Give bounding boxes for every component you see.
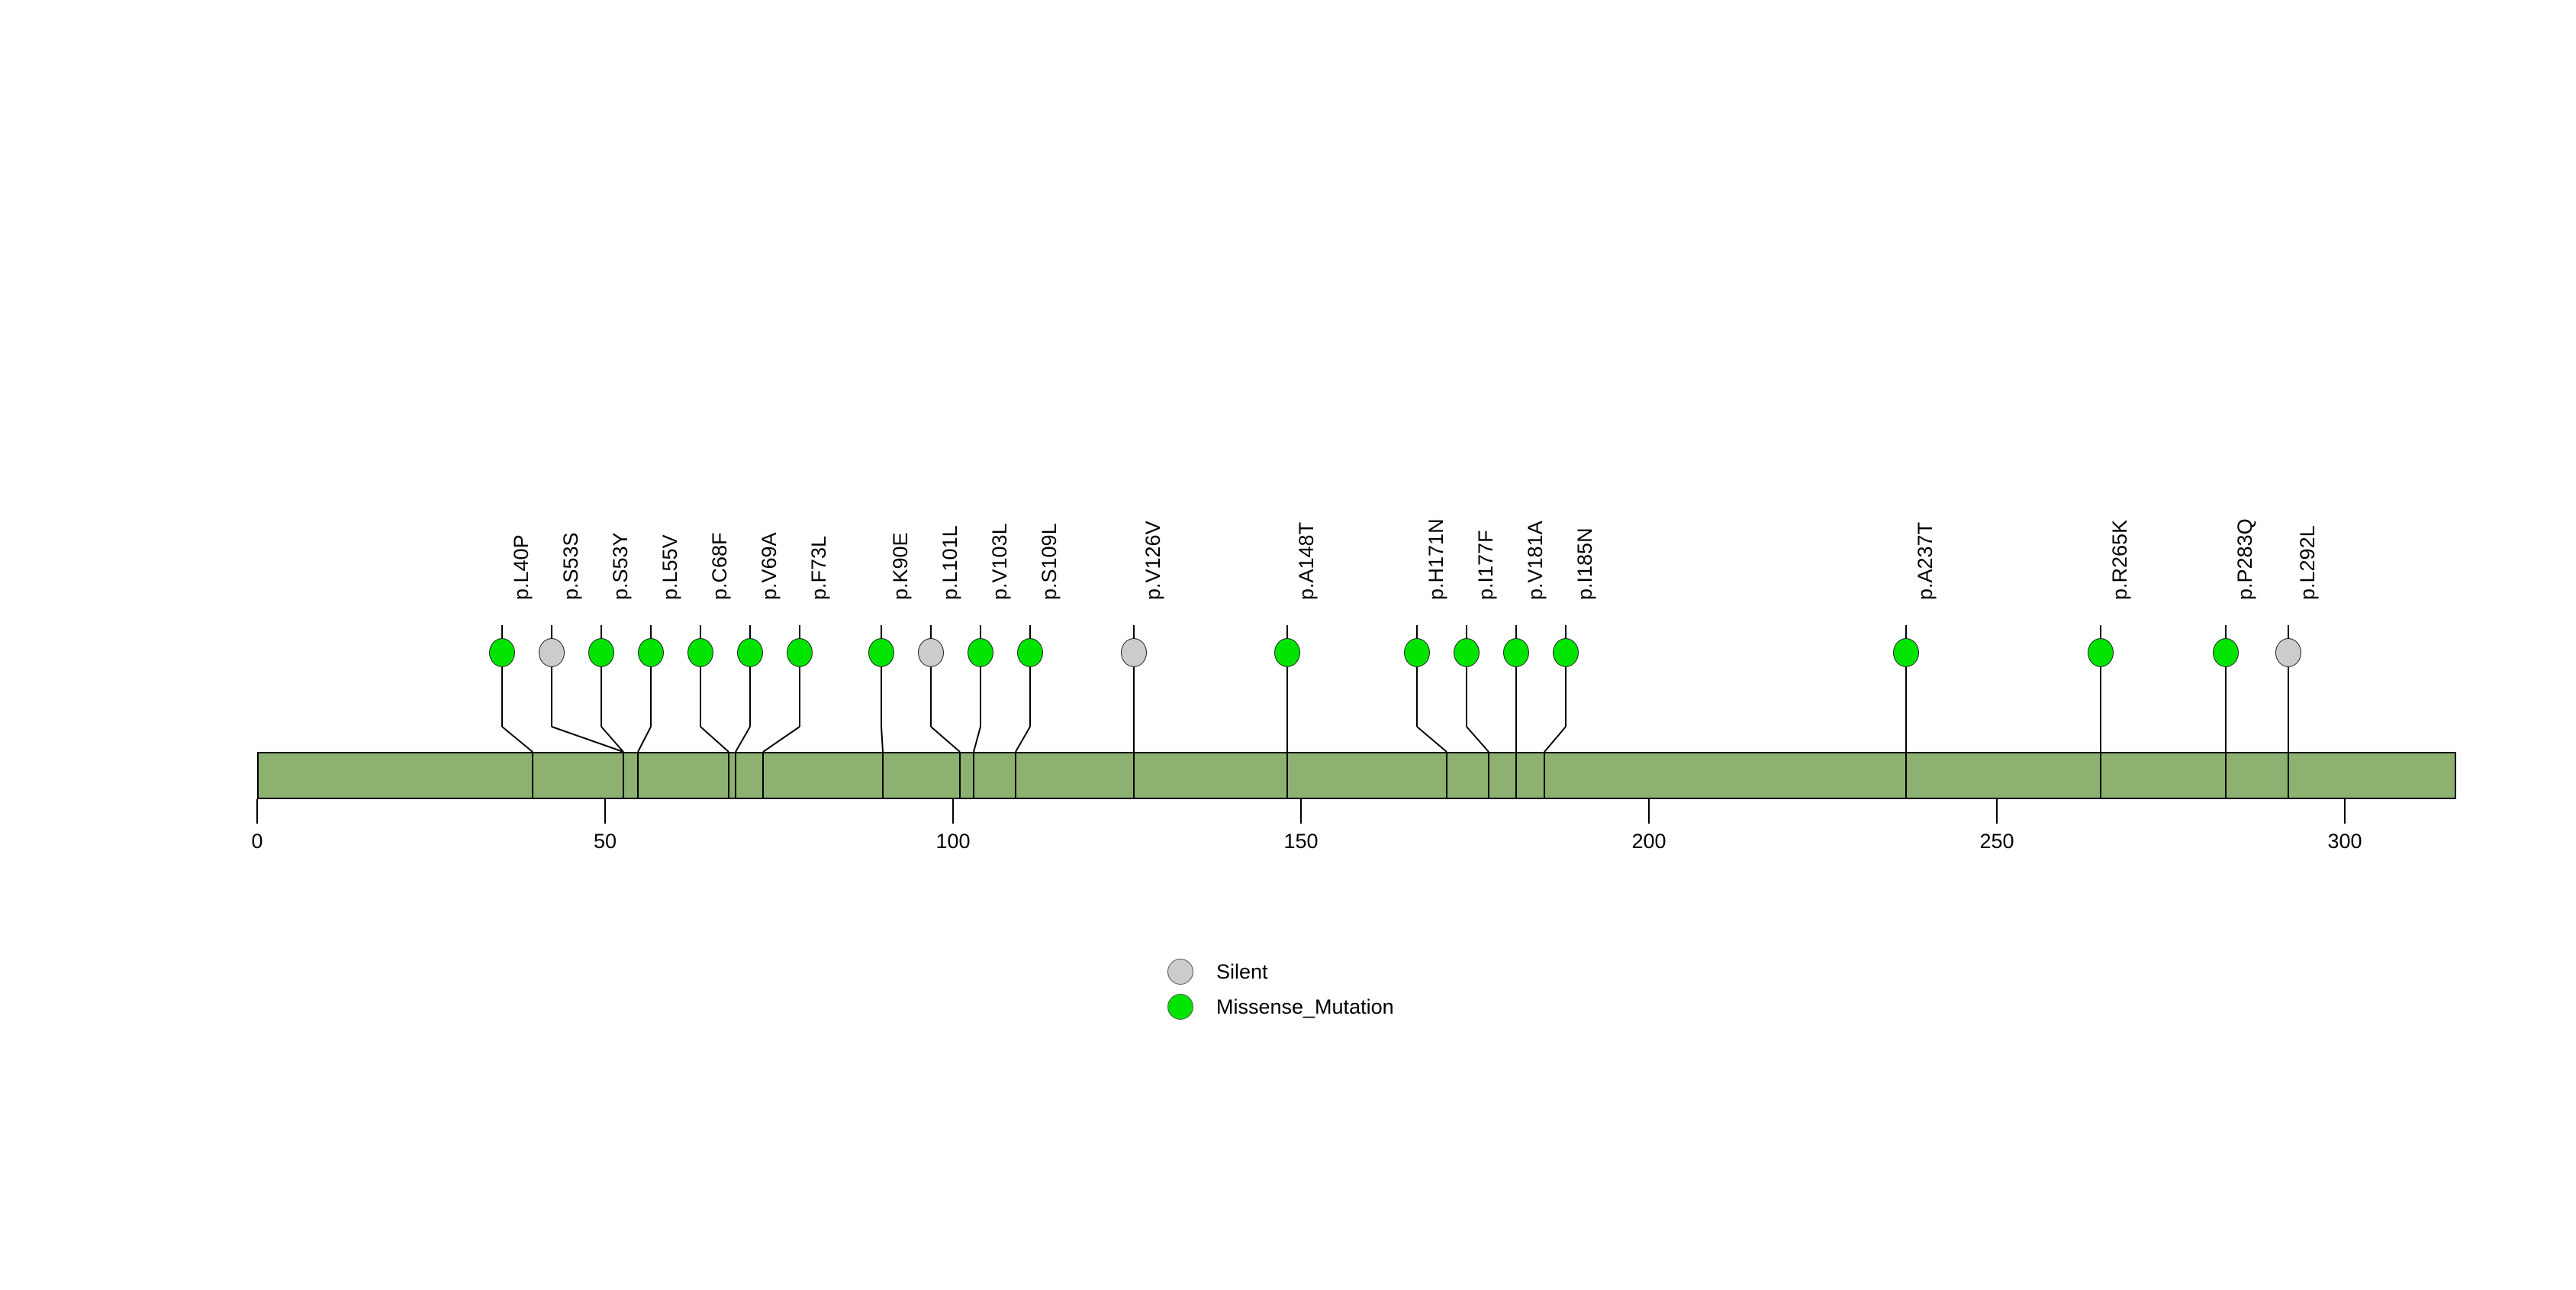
legend-swatch-icon xyxy=(1167,959,1193,985)
mutation-label: p.I185N xyxy=(1573,527,1596,600)
axis-tick-mark xyxy=(2344,799,2346,824)
mutation-label: p.P283Q xyxy=(2233,518,2256,600)
axis-tick-mark xyxy=(1300,799,1302,824)
axis-tick-label: 50 xyxy=(593,830,617,853)
axis-tick-label: 300 xyxy=(2327,830,2362,853)
lollipop-head[interactable] xyxy=(1553,638,1579,667)
lollipop-head[interactable] xyxy=(539,638,565,667)
mutation-label: p.L101L xyxy=(939,525,961,600)
legend-swatch-icon xyxy=(1167,994,1193,1020)
mutation-label: p.C68F xyxy=(708,532,731,600)
lollipop-head[interactable] xyxy=(1893,638,1919,667)
lollipop-head[interactable] xyxy=(588,638,614,667)
mutation-label: p.K90E xyxy=(889,532,912,600)
mutation-label: p.S53Y xyxy=(609,532,632,600)
protein-backbone-bar xyxy=(257,752,2456,799)
lollipop-head[interactable] xyxy=(1017,638,1043,667)
lollipop-head[interactable] xyxy=(1503,638,1529,667)
legend-label: Silent xyxy=(1216,959,1268,983)
mutation-label: p.H171N xyxy=(1425,518,1447,600)
axis-tick-label: 150 xyxy=(1283,830,1319,853)
lollipop-head[interactable] xyxy=(687,638,713,667)
mutation-label: p.A148T xyxy=(1295,521,1318,600)
mutation-label: p.R265K xyxy=(2108,519,2131,600)
lollipop-head[interactable] xyxy=(638,638,664,667)
mutation-label: p.V126V xyxy=(1141,521,1164,600)
axis-tick-mark xyxy=(256,799,258,824)
axis-tick-label: 0 xyxy=(251,830,263,853)
lollipop-head[interactable] xyxy=(968,638,993,667)
mutation-label: p.V103L xyxy=(988,523,1011,600)
mutation-label: p.I177F xyxy=(1474,530,1497,600)
lollipop-head[interactable] xyxy=(2213,638,2239,667)
mutation-label: p.S109L xyxy=(1038,523,1061,600)
lollipop-head[interactable] xyxy=(1121,638,1147,667)
axis-tick-label: 200 xyxy=(1631,830,1666,853)
mutation-label: p.L292L xyxy=(2296,525,2319,600)
mutation-label: p.A237T xyxy=(1914,521,1937,600)
lollipop-head[interactable] xyxy=(2275,638,2301,667)
mutation-label: p.V181A xyxy=(1524,521,1547,600)
axis-tick-label: 100 xyxy=(935,830,971,853)
legend-item[interactable]: Missense_Mutation xyxy=(1167,989,1394,1024)
mutation-label: p.L55V xyxy=(658,534,681,600)
mutation-label: p.L40P xyxy=(510,534,533,600)
lollipop-head[interactable] xyxy=(1454,638,1480,667)
mutation-label: p.S53S xyxy=(559,532,582,600)
legend-label: Missense_Mutation xyxy=(1216,995,1394,1018)
axis-tick-mark xyxy=(1648,799,1650,824)
lollipop-head[interactable] xyxy=(489,638,515,667)
lollipop-head[interactable] xyxy=(2088,638,2114,667)
legend-item[interactable]: Silent xyxy=(1167,954,1394,989)
lollipop-head[interactable] xyxy=(787,638,813,667)
lollipop-head[interactable] xyxy=(1404,638,1430,667)
axis-tick-mark xyxy=(1996,799,1998,824)
axis-tick-label: 250 xyxy=(1979,830,2014,853)
mutation-label: p.F73L xyxy=(807,535,830,600)
mutation-label: p.V69A xyxy=(758,532,781,600)
lollipop-head[interactable] xyxy=(918,638,944,667)
axis-tick-mark xyxy=(604,799,606,824)
axis-tick-mark xyxy=(952,799,954,824)
lollipop-head[interactable] xyxy=(868,638,894,667)
lollipop-head[interactable] xyxy=(737,638,763,667)
lollipop-head[interactable] xyxy=(1274,638,1300,667)
